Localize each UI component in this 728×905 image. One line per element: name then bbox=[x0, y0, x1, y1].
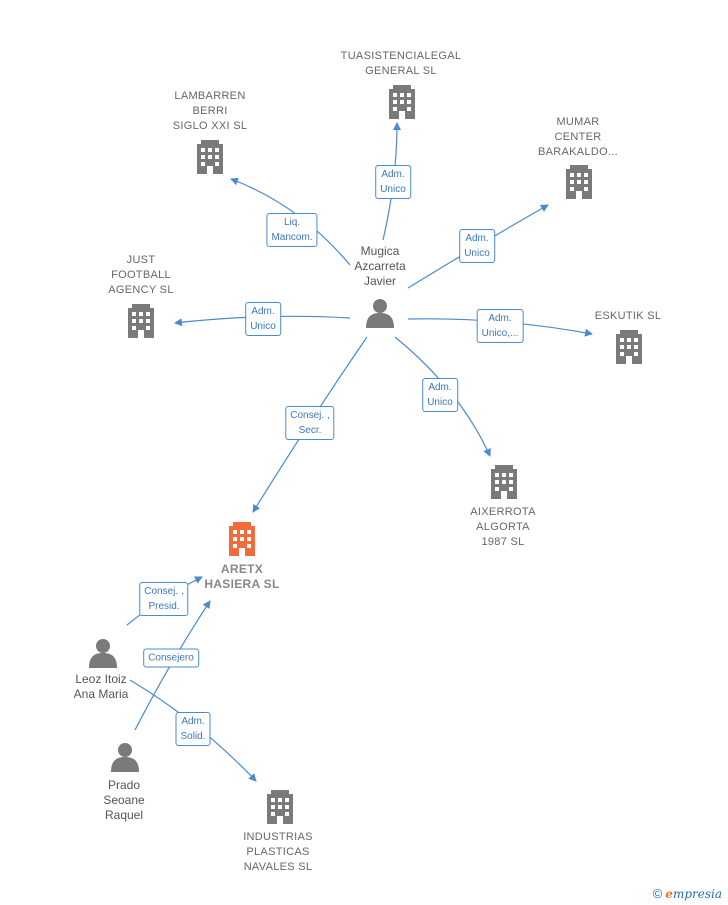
relation-label: Liq. Mancom. bbox=[266, 213, 318, 247]
company-label-mumar[interactable]: MUMAR CENTER BARAKALDO... bbox=[537, 116, 618, 158]
building-icon bbox=[389, 85, 415, 119]
brand-footer[interactable]: ©empresia bbox=[653, 886, 722, 901]
company-label-aretx[interactable]: ARETX HASIERA SL bbox=[204, 562, 280, 591]
company-label-aixerrota[interactable]: AIXERROTA ALGORTA 1987 SL bbox=[470, 506, 536, 548]
relation-label: Adm. Unico,... bbox=[476, 309, 524, 343]
building-icon bbox=[491, 465, 517, 499]
person-icon bbox=[111, 743, 139, 772]
company-label-lambarren[interactable]: LAMBARREN BERRI SIGLO XXI SL bbox=[172, 90, 248, 132]
building-icon bbox=[566, 165, 592, 199]
building-main-icon bbox=[229, 522, 255, 556]
company-label-eskutik[interactable]: ESKUTIK SL bbox=[594, 310, 662, 322]
relation-label: Adm. Unico bbox=[459, 229, 495, 263]
building-icon bbox=[616, 330, 642, 364]
brand-logo: empresia bbox=[665, 887, 722, 901]
relation-label: Consej. , Secr. bbox=[285, 406, 335, 440]
relation-label: Adm. Unico bbox=[375, 165, 411, 199]
relation-label: Consejero bbox=[143, 648, 199, 668]
building-icon bbox=[128, 304, 154, 338]
person-icon bbox=[366, 299, 394, 328]
person-label-mugica[interactable]: Mugica Azcarreta Javier bbox=[354, 244, 406, 288]
building-icon bbox=[197, 140, 223, 174]
company-label-industrias[interactable]: INDUSTRIAS PLASTICAS NAVALES SL bbox=[243, 831, 313, 873]
building-icon bbox=[267, 790, 293, 824]
person-label-leoz[interactable]: Leoz Itoiz Ana Maria bbox=[73, 672, 129, 701]
relation-label: Consej. , Presid. bbox=[139, 582, 189, 616]
company-label-tuasistencia[interactable]: TUASISTENCIALEGAL GENERAL SL bbox=[340, 50, 462, 77]
relation-label: Adm. Solid. bbox=[175, 712, 211, 746]
relation-label: Adm. Unico bbox=[422, 378, 458, 412]
company-label-just[interactable]: JUST FOOTBALL AGENCY SL bbox=[108, 254, 174, 296]
copyright-icon: © bbox=[652, 886, 663, 901]
person-label-prado[interactable]: Prado Seoane Raquel bbox=[103, 778, 145, 822]
person-icon bbox=[89, 639, 117, 668]
relation-label: Adm. Unico bbox=[245, 302, 281, 336]
